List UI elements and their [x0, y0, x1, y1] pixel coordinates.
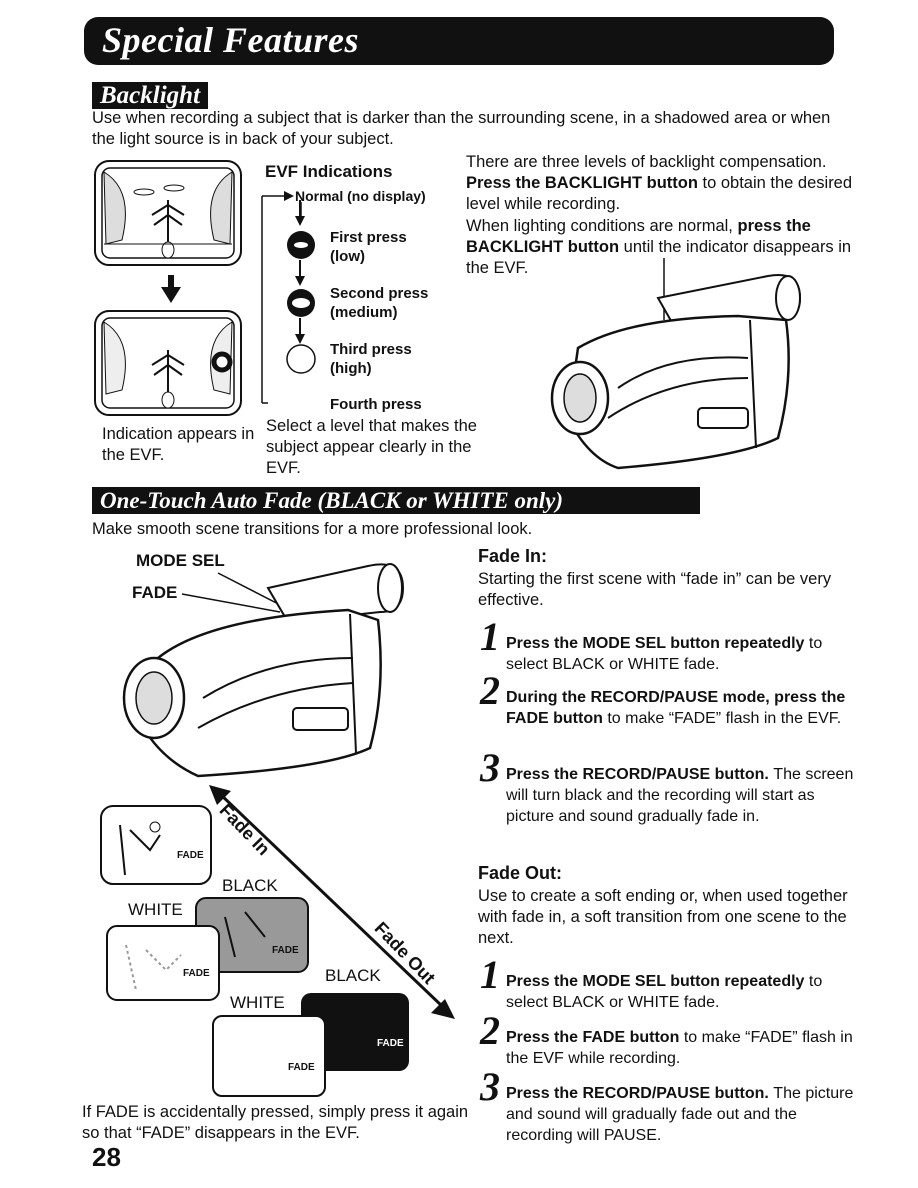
press-line: Third press: [330, 341, 412, 358]
step-text: to make “FADE” flash in the EVF.: [607, 710, 842, 727]
para-bold: Press the BACKLIGHT button: [466, 174, 698, 192]
step-bold: During the RECORD/PAUSE mode, press the …: [506, 689, 846, 727]
step-number: 2: [480, 1008, 500, 1053]
camcorder-fade-illustration: [122, 563, 405, 778]
first-press-label: First press (low): [330, 228, 407, 266]
white-label-1: WHITE: [128, 900, 183, 919]
step-bold: Press the FADE button: [506, 1029, 680, 1046]
fade-in-step-2: During the RECORD/PAUSE mode, press the …: [506, 687, 866, 729]
evf-heading: EVF Indications: [265, 162, 393, 181]
fade-intro: Make smooth scene transitions for a more…: [92, 520, 533, 538]
evf-backlight-illustration: [94, 310, 242, 416]
backlight-low-icon: [287, 231, 315, 259]
backlight-para-2: When lighting conditions are normal, pre…: [466, 216, 866, 279]
fade-note: If FADE is accidentally pressed, simply …: [82, 1103, 469, 1142]
page-number: 28: [92, 1142, 121, 1172]
backlight-para-1: There are three levels of backlight comp…: [466, 152, 866, 215]
fade-out-step-2: Press the FADE button to make “FADE” fla…: [506, 1027, 866, 1069]
step-number: 1: [480, 614, 500, 659]
fade-screen-1: [100, 805, 212, 885]
fourth-press-label: Fourth press: [330, 396, 422, 413]
para-text: to obtain the desired level while record…: [466, 174, 853, 213]
para-bold: press the BACKLIGHT button: [466, 217, 811, 256]
down-arrow-icon: [295, 200, 305, 226]
fade-in-desc: Starting the first scene with “fade in” …: [478, 570, 832, 609]
step-number: 2: [480, 668, 500, 713]
down-arrow-icon: [161, 275, 181, 303]
press-level: (low): [330, 248, 365, 265]
screen-fade-label: FADE: [272, 945, 299, 956]
step-bold: Press the RECORD/PAUSE button.: [506, 1085, 769, 1102]
fade-out-heading: Fade Out:: [478, 863, 562, 883]
indication-caption: Indication appears in the EVF.: [102, 425, 255, 464]
backlight-high-icon: [286, 344, 316, 374]
section-label-backlight: Backlight: [92, 82, 209, 109]
page-title-bar: Special Features: [84, 17, 834, 65]
evf-normal-illustration: [94, 160, 242, 266]
step-number: 3: [480, 1064, 500, 1109]
step-text: to select BLACK or WHITE fade.: [506, 635, 823, 673]
normal-label: Normal (no display): [295, 188, 426, 204]
para-text: until the indicator disappears in the EV…: [466, 238, 852, 277]
fade-diagonal-arrow: [209, 785, 455, 1019]
press-line: Second press: [330, 285, 429, 302]
fourth-press-desc: Select a level that makes the subject ap…: [266, 417, 477, 477]
step-text: to make “FADE” flash in the EVF while re…: [506, 1029, 853, 1067]
white-label-2: WHITE: [230, 993, 285, 1012]
fade-out-desc: Use to create a soft ending or, when use…: [478, 887, 848, 947]
fade-in-step-1: Press the MODE SEL button repeatedly to …: [506, 633, 866, 675]
para-text: When lighting conditions are normal,: [466, 217, 733, 235]
fade-out-step-1: Press the MODE SEL button repeatedly to …: [506, 971, 866, 1013]
black-label-1: BLACK: [222, 876, 278, 895]
camcorder-illustration: [550, 258, 802, 470]
fade-callout: FADE: [132, 583, 178, 602]
third-press-label: Third press (high): [330, 340, 412, 378]
screen-fade-label: FADE: [177, 850, 204, 861]
section-label-fade: One-Touch Auto Fade (BLACK or WHITE only…: [92, 487, 700, 514]
step-text: The screen will turn black and the recor…: [506, 766, 854, 825]
fade-in-step-3: Press the RECORD/PAUSE button. The scree…: [506, 764, 856, 827]
step-number: 3: [480, 745, 500, 790]
screen-fade-label: FADE: [377, 1038, 404, 1049]
fade-out-step-3: Press the RECORD/PAUSE button. The pictu…: [506, 1083, 856, 1146]
fade-in-heading: Fade In:: [478, 546, 548, 566]
fade-screen-full-white: [212, 1015, 326, 1097]
page-title: Special Features: [102, 20, 359, 60]
screen-fade-label: FADE: [183, 968, 210, 979]
step-text: to select BLACK or WHITE fade.: [506, 973, 823, 1011]
step-bold: Press the RECORD/PAUSE button.: [506, 766, 769, 783]
step-bold: Press the MODE SEL button repeatedly: [506, 635, 805, 652]
black-label-2: BLACK: [325, 966, 381, 985]
step-text: The picture and sound will gradually fad…: [506, 1085, 854, 1144]
press-level: (medium): [330, 304, 398, 321]
press-line: First press: [330, 229, 407, 246]
press-level: (high): [330, 360, 372, 377]
down-arrow-icon: [295, 260, 305, 286]
screen-fade-label: FADE: [288, 1062, 315, 1073]
backlight-medium-icon: [287, 289, 315, 317]
step-bold: Press the MODE SEL button repeatedly: [506, 973, 805, 990]
backlight-intro: Use when recording a subject that is dar…: [92, 109, 831, 148]
para-text: There are three levels of backlight comp…: [466, 153, 827, 171]
fade-screen-white: [106, 925, 220, 1001]
second-press-label: Second press (medium): [330, 284, 428, 322]
mode-sel-callout: MODE SEL: [136, 551, 225, 570]
step-number: 1: [480, 952, 500, 997]
down-arrow-icon: [295, 318, 305, 344]
